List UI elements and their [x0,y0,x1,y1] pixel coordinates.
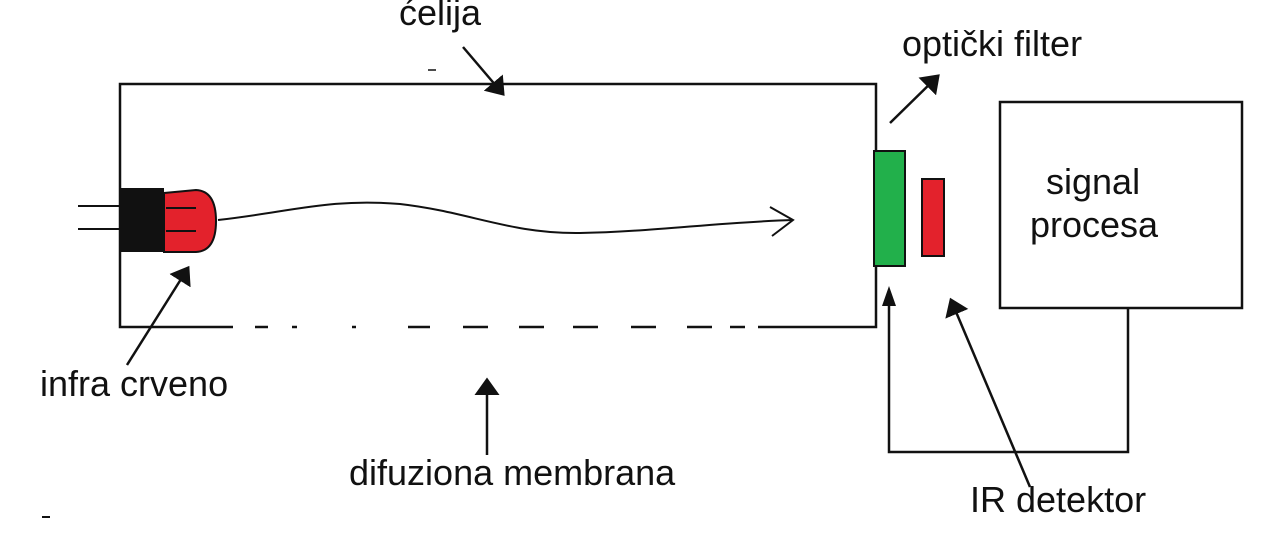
cell-pointer-arrow [462,46,505,96]
signal-processing-box [998,100,1244,310]
diffusion-membrane-label: difuziona membrana [349,452,676,493]
signal-label-line2: procesa [1030,204,1159,245]
ir-detector [921,178,945,257]
signal-wire [887,300,1130,454]
ir-beam-arrow [217,201,794,235]
ir-detector-label: IR detektor [970,479,1146,520]
infrared-pointer-arrow [125,265,191,366]
cell-outline [118,82,878,329]
infrared-label: infra crveno [40,363,228,404]
ir-detector-pointer-arrow [945,297,1032,488]
cell-label: ćelija [399,0,482,33]
signal-label-line1: signal [1046,161,1140,202]
optical-filter-pointer-arrow [889,74,940,124]
ir-source-mount [120,188,164,252]
optical-filter [873,150,906,267]
ir-source-led [163,188,218,253]
optical-filter-label: optički filter [902,23,1082,64]
